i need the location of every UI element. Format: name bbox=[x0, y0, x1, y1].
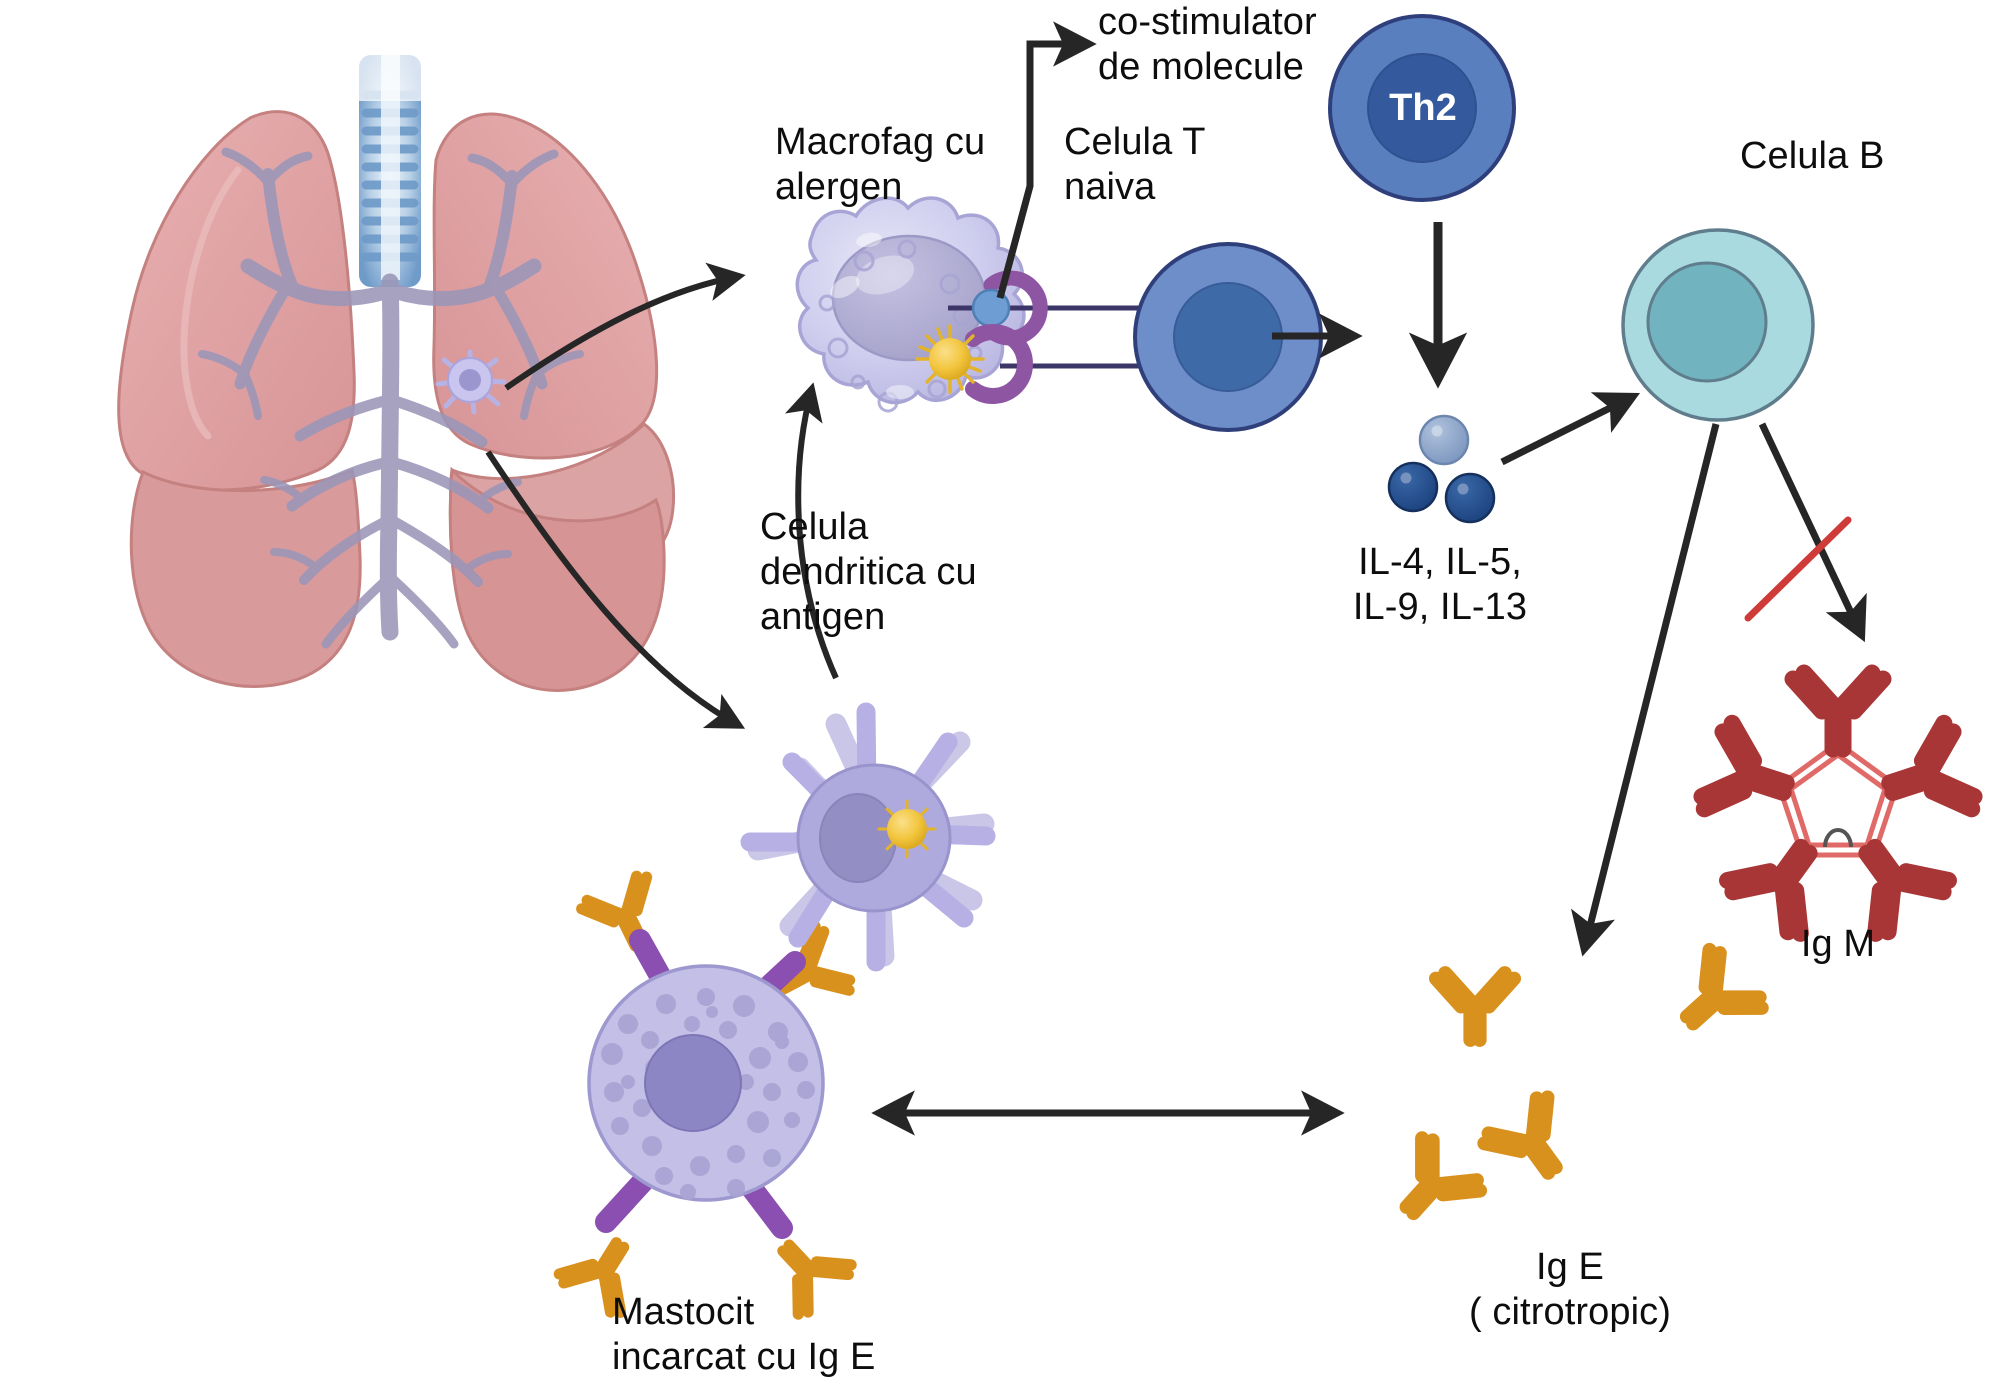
lung-left-lower-lobe bbox=[129, 467, 362, 688]
macrophage-nucleus bbox=[831, 234, 987, 362]
allergen-antigen-icon bbox=[915, 324, 985, 394]
lung-right-middle-lobe bbox=[449, 422, 676, 574]
arrow-lung-to-dendritic bbox=[485, 450, 746, 729]
costimulator-molecule-icon bbox=[971, 288, 1011, 328]
b-cell-nucleus bbox=[1646, 261, 1768, 383]
mastocit-incarcat-cu-ig-e-cell bbox=[553, 870, 857, 1320]
lung-right-lower-lobe bbox=[448, 466, 666, 692]
macrophage-nucleus-highlight bbox=[855, 255, 915, 295]
mast-nucleus bbox=[644, 1034, 742, 1132]
dendritic-nucleus bbox=[819, 793, 897, 883]
mhc-receptor-lower bbox=[965, 324, 1033, 404]
macrophage-vesicles bbox=[818, 239, 983, 413]
label-ig-m: Ig M bbox=[1800, 923, 1876, 965]
arrow-cytokines-to-bcell bbox=[1500, 392, 1641, 466]
blocked-pathway-cross-icon bbox=[1744, 516, 1852, 622]
label-macrofag-cu-alergen: Macrofag cu alergen bbox=[775, 121, 986, 208]
label-mastocit: Mastocit incarcat cu Ig E bbox=[612, 1291, 876, 1378]
macrophage-membrane bbox=[795, 196, 1026, 405]
lung-left-highlight bbox=[180, 166, 242, 440]
arrow-bcell-to-ige bbox=[1570, 423, 1720, 957]
celula-dendritica-cu-antigen-cell bbox=[740, 702, 996, 972]
lung-left-upper-lobe bbox=[117, 110, 356, 492]
mast-bound-ige bbox=[553, 870, 857, 1320]
mhc-presentation-complex bbox=[915, 270, 1140, 404]
lungs-illustration bbox=[117, 55, 676, 692]
label-co-stimulator-de-molecule: co-stimulator de molecule bbox=[1098, 1, 1317, 88]
lung-dendritic-cell-icon bbox=[435, 349, 507, 415]
label-cytokines: IL-4, IL-5, IL-9, IL-13 bbox=[1352, 541, 1528, 628]
label-celula-t-naiva: Celula T naiva bbox=[1064, 121, 1206, 208]
arrow-bcell-to-igm bbox=[1758, 422, 1867, 643]
mhc-receptor-upper bbox=[983, 270, 1048, 346]
dendrites bbox=[747, 713, 995, 967]
celula-b-cell bbox=[1621, 228, 1815, 422]
ig-e-antibodies bbox=[1399, 942, 1769, 1221]
macrophage-cytoplasm-highlights bbox=[830, 232, 1000, 399]
macrofag-cu-alergen-cell bbox=[795, 196, 1026, 413]
ig-m-pentamer bbox=[1693, 664, 1983, 942]
cytokine-molecules bbox=[1387, 414, 1496, 524]
label-celula-dendritica-cu-antigen: Celula dendritica cu antigen bbox=[760, 506, 977, 638]
label-celula-b: Celula B bbox=[1740, 135, 1885, 177]
arrow-lung-to-macrophage bbox=[504, 262, 746, 391]
label-th2: Th2 bbox=[1389, 87, 1457, 129]
label-ig-e: Ig E ( citrotropic) bbox=[1469, 1246, 1671, 1333]
celula-t-naiva-cell bbox=[1133, 242, 1323, 432]
bronchial-tree-icon bbox=[198, 147, 584, 649]
naive-t-nucleus bbox=[1173, 282, 1283, 392]
mast-fc-receptors bbox=[595, 929, 806, 1239]
dendrites-front bbox=[740, 702, 996, 972]
trachea-icon bbox=[359, 55, 421, 287]
igm-monomers bbox=[1693, 664, 1983, 942]
dendritic-antigen-icon bbox=[877, 799, 937, 859]
mast-granules bbox=[601, 988, 815, 1200]
lung-right-upper-lobe bbox=[432, 112, 659, 460]
